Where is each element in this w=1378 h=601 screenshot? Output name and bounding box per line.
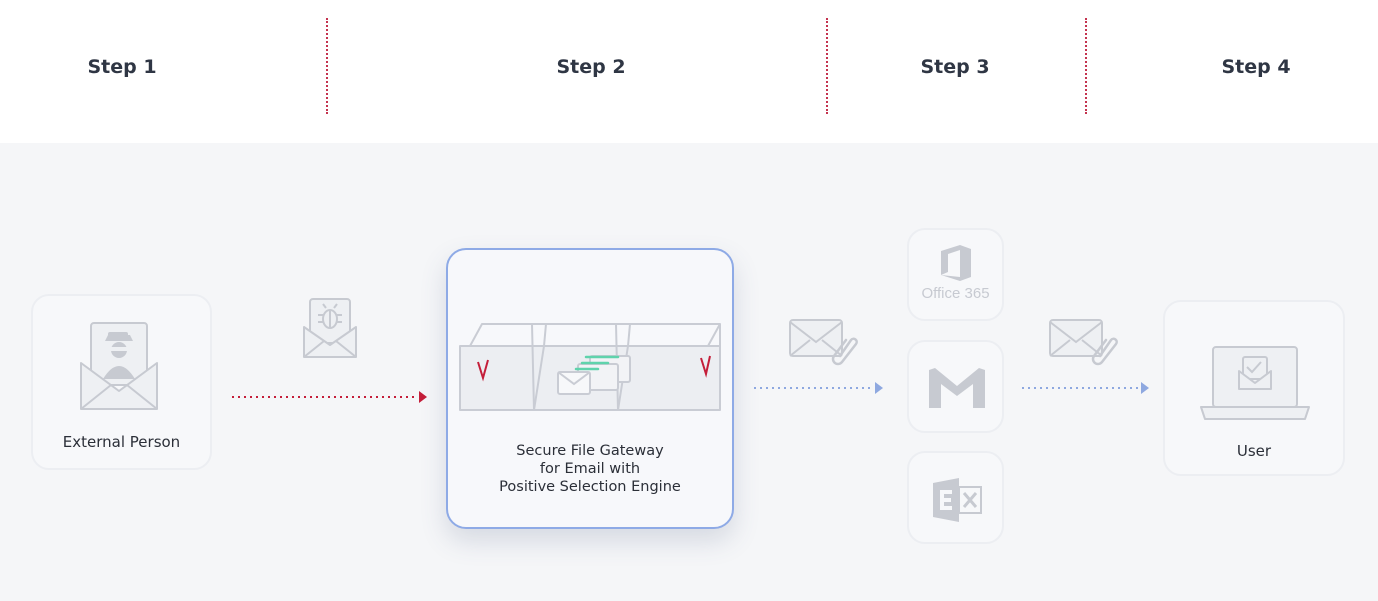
clean-flow-arrow: [1022, 380, 1152, 396]
step-divider: [1085, 18, 1087, 114]
envelope-attachment-icon: [1048, 318, 1120, 368]
gateway-label: Secure File Gateway for Email with Posit…: [448, 442, 732, 496]
gateway-label-line-2: for Email with: [448, 460, 732, 478]
step-2-label: Step 2: [556, 56, 625, 78]
office365-card: Office 365: [907, 228, 1004, 321]
step-divider: [826, 18, 828, 114]
steps-header: Step 1 Step 2 Step 3 Step 4: [0, 0, 1378, 143]
step-1-label: Step 1: [87, 56, 156, 78]
step-3-label: Step 3: [920, 56, 989, 78]
malicious-flow-arrow: [232, 389, 430, 405]
step-divider: [326, 18, 328, 114]
user-card: User: [1163, 300, 1345, 476]
office365-label: Office 365: [909, 285, 1002, 302]
laptop-email-icon: [1199, 345, 1311, 421]
gmail-card: [907, 340, 1004, 433]
hacker-envelope-icon: [79, 321, 161, 413]
gmail-icon: [927, 366, 987, 410]
secure-file-gateway-card: Secure File Gateway for Email with Posit…: [446, 248, 734, 529]
external-person-card: External Person: [31, 294, 212, 470]
bug-envelope-icon: [302, 297, 358, 359]
exchange-icon: [931, 477, 985, 523]
gateway-label-line-3: Positive Selection Engine: [448, 478, 732, 496]
office365-icon: [939, 244, 973, 282]
step-4-label: Step 4: [1221, 56, 1290, 78]
user-label: User: [1165, 442, 1343, 460]
gateway-label-line-1: Secure File Gateway: [448, 442, 732, 460]
external-person-label: External Person: [33, 433, 210, 451]
gateway-box-icon: [458, 320, 724, 416]
clean-flow-arrow: [754, 380, 884, 396]
envelope-attachment-icon: [788, 318, 860, 368]
exchange-card: [907, 451, 1004, 544]
